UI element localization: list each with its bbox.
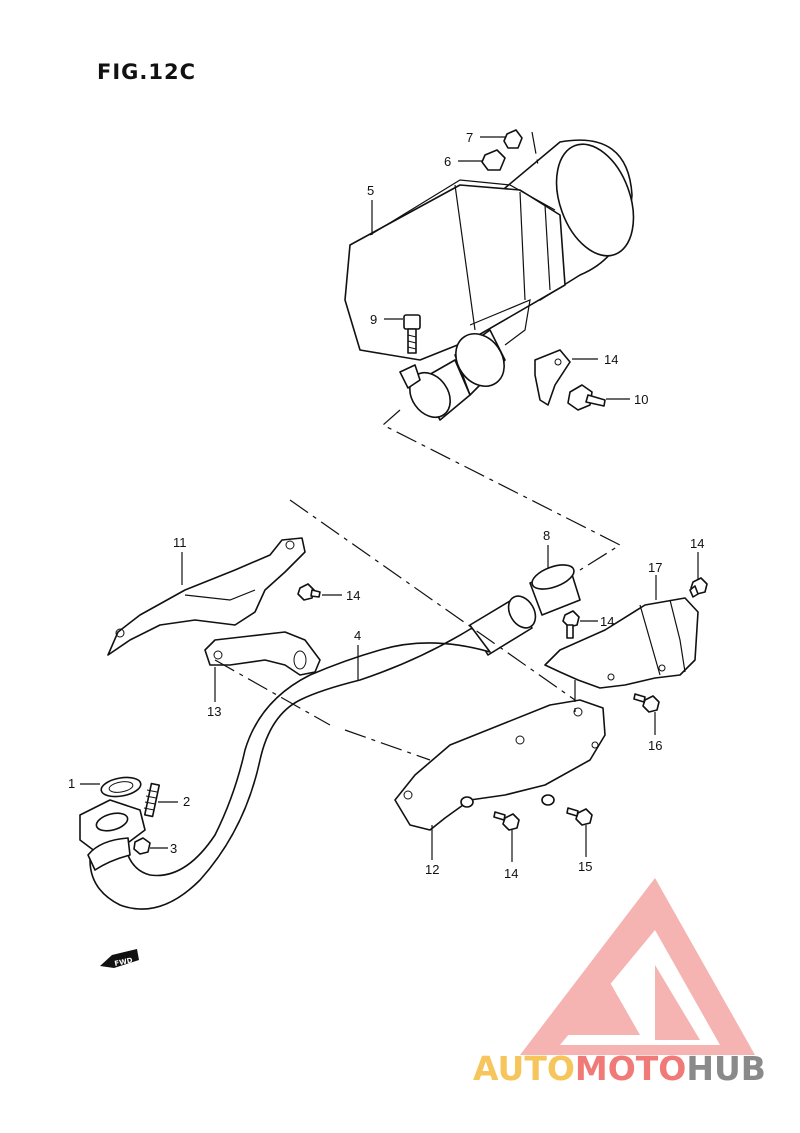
nut-7 <box>503 129 523 149</box>
callout-11: 11 <box>173 535 187 550</box>
bracket-13 <box>204 631 321 676</box>
callout-16: 17 <box>648 560 662 575</box>
heat-shield-11 <box>107 537 306 656</box>
callout-5: 5 <box>367 183 374 198</box>
callout-14-center: 14 <box>600 614 614 629</box>
heat-shield-16 <box>544 597 699 689</box>
assembly-line <box>381 409 622 571</box>
callout-1: 1 <box>68 776 75 791</box>
muffler <box>344 139 635 361</box>
bracket-17 <box>534 349 571 406</box>
pipe-connector-8 <box>529 564 581 616</box>
bolt-14 <box>297 583 321 601</box>
leader-lines <box>80 136 699 862</box>
watermark-part-hub: HUB <box>686 1049 766 1088</box>
bolt-9 <box>403 314 421 354</box>
exhaust-pipe-4 <box>79 595 537 910</box>
fwd-arrow-icon: FWD <box>100 949 139 968</box>
watermark-part-moto: MOTO <box>574 1049 687 1088</box>
assembly-line <box>214 659 331 726</box>
heat-shield-12 <box>394 699 606 831</box>
watermark-logo <box>520 878 755 1055</box>
watermark-part-auto: AUTO <box>473 1049 575 1088</box>
callout-12: 12 <box>425 862 439 877</box>
callout-10: 10 <box>634 392 648 407</box>
callout-15: 16 <box>648 738 662 753</box>
callout-4: 4 <box>354 628 361 643</box>
callout-9: 9 <box>370 312 377 327</box>
bolt-14 <box>493 811 520 831</box>
fwd-label: FWD <box>114 956 134 968</box>
bolt-15 <box>633 693 660 713</box>
assembly-line <box>344 729 431 761</box>
muffler-outlet-clamp <box>399 329 506 421</box>
bolt-14 <box>562 610 580 639</box>
assembly-line <box>531 131 539 166</box>
assembly-line <box>289 499 576 701</box>
nut-3 <box>133 837 151 855</box>
figure-title: FIG.12C <box>97 60 197 84</box>
callout-17: 14 <box>604 352 618 367</box>
callout-7: 7 <box>466 130 473 145</box>
gasket-1 <box>100 776 142 798</box>
bolt-14 <box>566 807 593 826</box>
watermark-text: AUTOMOTOHUB <box>473 1049 766 1088</box>
nut-6 <box>481 149 506 171</box>
callout-14-bottom-left: 14 <box>504 866 518 881</box>
bolt-14 <box>689 577 708 598</box>
callout-14-right: 14 <box>690 536 704 551</box>
callout-3: 3 <box>170 841 177 856</box>
callout-8: 8 <box>543 528 550 543</box>
bolt-10 <box>567 384 606 411</box>
callout-14-bottom-right: 15 <box>578 859 592 874</box>
callout-13: 13 <box>207 704 221 719</box>
callout-14-upper-left: 14 <box>346 588 360 603</box>
stud-2 <box>143 782 161 818</box>
callout-6: 6 <box>444 154 451 169</box>
callout-2: 2 <box>183 794 190 809</box>
